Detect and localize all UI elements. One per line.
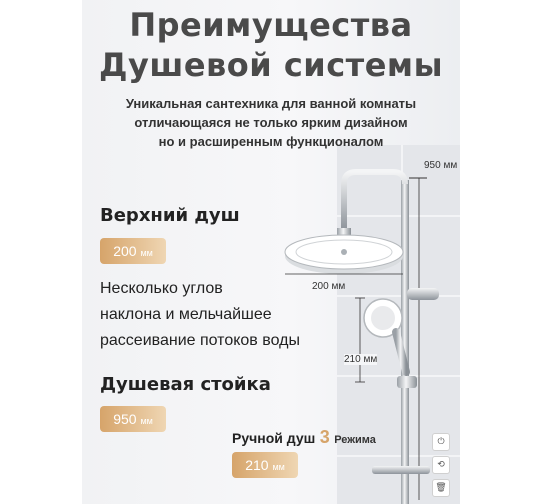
hand-shower-modes-label: Режима	[334, 434, 376, 446]
trash-icon[interactable]: 🗑	[432, 479, 450, 497]
hand-shower-size-unit: мм	[272, 462, 285, 472]
shower-system-illustration	[284, 169, 439, 504]
stand-pipe	[401, 180, 409, 504]
hand-shower-modes-number: 3	[319, 427, 330, 447]
subtitle-line2: отличающаяся не только ярким дизайном	[134, 115, 408, 130]
hand-shower-size-badge: 210 мм	[232, 452, 298, 478]
stand-size-value: 950	[113, 411, 137, 427]
head-width-dimension-label: 200 мм	[312, 281, 346, 292]
hand-shower-title: Ручной душ	[232, 430, 316, 446]
subtitle-line1: Уникальная сантехника для ванной комнаты	[125, 96, 417, 111]
product-card: Преимущества Душевой системы Уникальная …	[82, 0, 460, 504]
hand-shower-handle	[392, 328, 410, 376]
description-line3: рассеивание потоков воды	[100, 332, 300, 349]
stand-size-unit: мм	[140, 416, 153, 426]
soap-shelf	[372, 466, 430, 474]
top-shower-title: Верхний душ	[100, 205, 240, 226]
subtitle-line3: но и расширенным функционалом	[158, 134, 384, 149]
power-icon[interactable]: ⏻	[432, 433, 450, 451]
hand-length-dimension-label: 210 мм	[344, 354, 378, 365]
shower-slider	[397, 376, 417, 388]
diverter	[407, 288, 439, 300]
page-title-line2: Душевой системы	[98, 46, 444, 84]
description-line2: наклона и мельчайшее	[100, 306, 272, 323]
hand-shower-title-row: Ручной душ 3 Режима	[232, 427, 376, 448]
top-shower-size-value: 200	[113, 243, 137, 259]
hand-shower-size-value: 210	[245, 457, 269, 473]
stand-size-badge: 950 мм	[100, 406, 166, 432]
top-arm	[341, 169, 408, 230]
head-connector	[337, 228, 351, 236]
feature-description: Несколько углов наклона и мельчайшее рас…	[100, 276, 340, 354]
page-title-line1: Преимущества	[129, 6, 413, 44]
top-shower-size-badge: 200 мм	[100, 238, 166, 264]
height-dimension-label: 950 мм	[424, 160, 458, 171]
stand-title: Душевая стойка	[100, 374, 271, 395]
description-line1: Несколько углов	[100, 280, 223, 297]
top-shower-size-unit: мм	[140, 248, 153, 258]
refresh-icon[interactable]: ⟲	[432, 456, 450, 474]
